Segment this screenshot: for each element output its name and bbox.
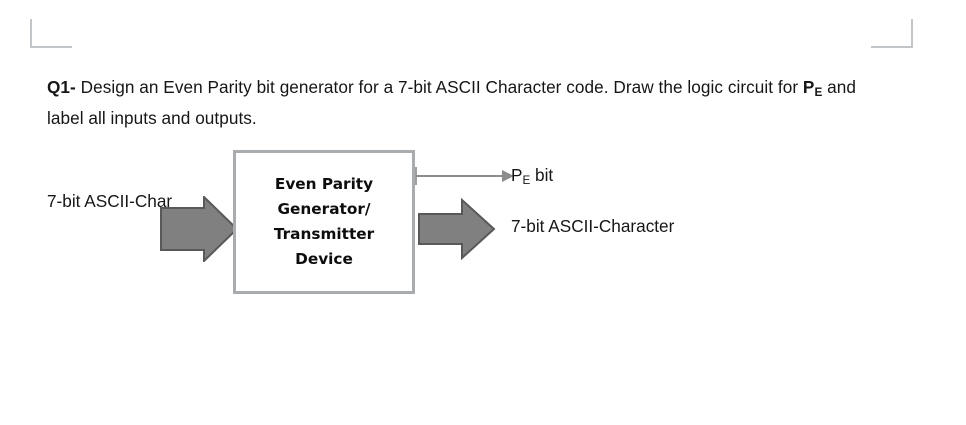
parity-symbol-inline: PE <box>802 77 823 100</box>
output-block-arrow-icon <box>418 196 496 262</box>
input-block-arrow-icon <box>160 196 238 262</box>
question-text-part1: Design an Even Parity bit generator for … <box>75 77 803 98</box>
parity-bit-symbol: P <box>511 165 523 185</box>
output-label: 7-bit ASCII-Character <box>511 216 675 236</box>
input-label: 7-bit ASCII-Char <box>47 191 173 211</box>
process-box-label: Even Parity Generator/ Transmitter Devic… <box>273 175 375 268</box>
crop-mark-top-left <box>30 19 72 48</box>
crop-mark-top-right <box>871 19 913 48</box>
question-text-part2: and label all inputs and outputs. <box>47 77 856 129</box>
parity-bit-label: PE bit <box>511 164 553 189</box>
parity-bit-suffix: bit <box>530 165 554 185</box>
parity-bit-subscript: E <box>522 174 531 188</box>
question-paragraph: Q1- Design an Even Parity bit generator … <box>47 73 892 132</box>
question-number: Q1- <box>47 77 76 98</box>
process-box: Even Parity Generator/ Transmitter Devic… <box>233 150 415 294</box>
parity-connector-arrow-icon <box>414 166 516 188</box>
